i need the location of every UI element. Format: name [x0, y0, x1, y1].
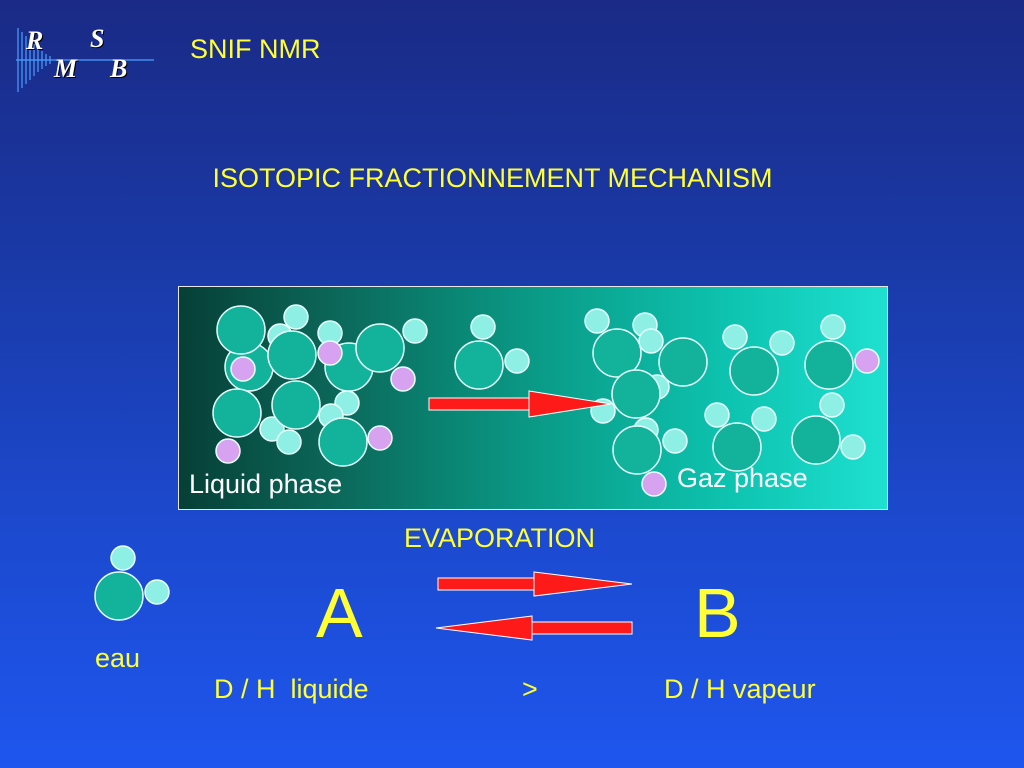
- logo-letter-m: M: [54, 54, 78, 83]
- evaporation-arrow-icon: [428, 390, 612, 418]
- evaporation-diagram: Liquid phase Gaz phase: [178, 286, 888, 510]
- logo-letter-s: S: [90, 24, 105, 53]
- slide-title: ISOTOPIC FRACTIONNEMENT MECHANISM: [212, 163, 773, 193]
- molecules-illustration: [212, 304, 880, 497]
- liquid-phase-label: Liquid phase: [189, 469, 343, 499]
- water-molecule-icon: [94, 545, 170, 621]
- rmsb-logo: R S M B: [14, 24, 164, 96]
- slide-subtitle: SNIF NMR: [190, 34, 321, 64]
- species-b-label: B: [694, 574, 741, 652]
- evaporation-label: EVAPORATION: [404, 523, 596, 553]
- dh-vapour-ratio: D / H vapeur: [664, 674, 816, 704]
- greater-than-operator: >: [522, 674, 538, 704]
- equilibrium-arrows-icon: [435, 571, 633, 641]
- logo-letter-b: B: [110, 54, 128, 83]
- logo-letter-r: R: [26, 26, 44, 55]
- dh-liquid-ratio: D / H liquide: [214, 674, 369, 704]
- logo-spectrum-icon: [16, 28, 154, 92]
- species-a-label: A: [316, 574, 363, 652]
- water-label: eau: [95, 643, 141, 673]
- gas-phase-label: Gaz phase: [677, 463, 808, 493]
